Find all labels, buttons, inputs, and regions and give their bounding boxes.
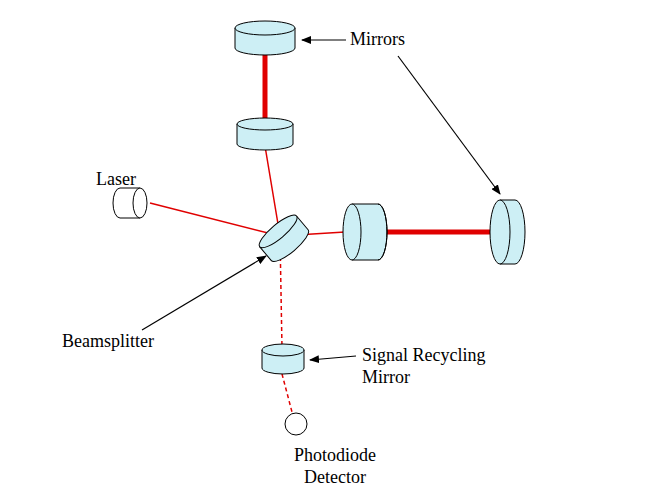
laser-symbol (113, 188, 147, 218)
input-mirror (343, 204, 387, 260)
part-label: Laser (96, 168, 176, 190)
input-mirror (237, 118, 293, 150)
end-mirror (490, 200, 525, 264)
part-label: Photodiode Detector (280, 444, 390, 488)
part-label: Beamsplitter (62, 330, 182, 352)
photodiode-symbol (285, 413, 307, 435)
part-label: Mirrors (350, 28, 470, 50)
leader-arrows (142, 40, 500, 360)
end-mirror (235, 21, 295, 55)
signal-recycling-mirror (262, 344, 304, 374)
part-label: Signal Recycling Mirror (362, 344, 512, 388)
